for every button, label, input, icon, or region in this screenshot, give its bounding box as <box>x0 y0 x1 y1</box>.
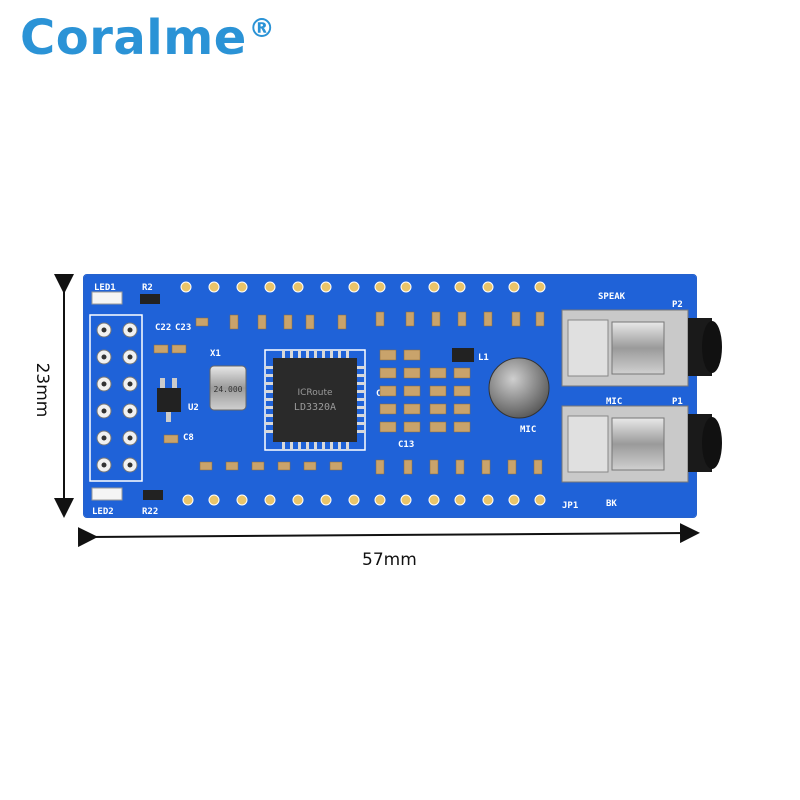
crystal-x1 <box>209 365 247 411</box>
resistor-r22 <box>143 490 163 500</box>
label-led1: LED1 <box>94 283 116 293</box>
bottom-pin-row <box>182 494 546 506</box>
smd-components <box>153 311 545 475</box>
label-l1: L1 <box>478 353 489 363</box>
label-mic-capsule: MIC <box>520 425 536 435</box>
height-label: 23mm <box>32 362 52 418</box>
label-mic-jack: MIC <box>606 397 622 407</box>
label-speak: SPEAK <box>598 292 626 302</box>
label-c23: C23 <box>175 323 191 333</box>
chip-brand: ICRoute <box>297 388 333 398</box>
width-label: 57mm <box>362 550 417 570</box>
brand-name: Coralme <box>20 10 247 66</box>
audio-jack-mic <box>561 405 722 483</box>
regulator-u2 <box>157 388 181 412</box>
left-header-outline <box>89 314 143 482</box>
led2 <box>91 487 123 501</box>
crystal-label: 24.000 <box>214 385 243 394</box>
label-p1: P1 <box>672 397 683 407</box>
label-c22: C22 <box>155 323 171 333</box>
brand-logo: Coralme® <box>20 10 275 66</box>
label-r22: R22 <box>142 507 158 517</box>
label-u2: U2 <box>188 403 199 413</box>
inductor-l1 <box>452 348 474 362</box>
voice-chip <box>273 358 357 442</box>
top-pin-row <box>180 281 546 293</box>
label-bk: BK <box>606 499 617 509</box>
label-c8: C8 <box>183 433 194 443</box>
microphone-capsule <box>488 357 550 419</box>
label-jp1: JP1 <box>562 501 578 511</box>
label-led2: LED2 <box>92 507 114 517</box>
label-p2: P2 <box>672 300 683 310</box>
led1 <box>91 291 123 305</box>
registered-mark: ® <box>248 14 276 44</box>
chip-model: LD3320A <box>294 402 336 413</box>
width-dimension-line <box>77 523 700 548</box>
label-x1: X1 <box>210 349 221 359</box>
chip-pins <box>265 350 365 450</box>
audio-jack-speak <box>561 309 722 387</box>
label-r2: R2 <box>142 283 153 293</box>
resistor-r2 <box>140 294 160 304</box>
label-c13: C13 <box>398 440 414 450</box>
